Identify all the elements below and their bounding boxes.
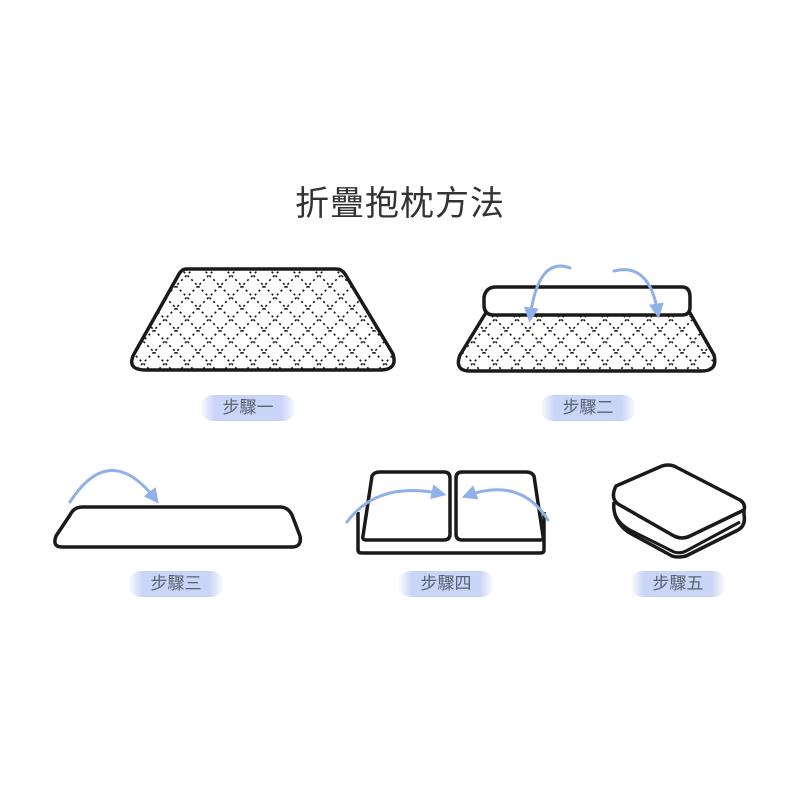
step3-fold-arrow — [68, 469, 159, 504]
step4-folding-halves — [356, 470, 546, 555]
step-5-label: 步驟五 — [630, 571, 726, 597]
step2-quilt-shape — [456, 285, 717, 373]
step-1-label: 步驟一 — [200, 395, 296, 421]
page-title: 折疊抱枕方法 — [295, 184, 505, 224]
step5-folded-stack — [611, 463, 747, 559]
step3-folded-strip — [53, 505, 303, 549]
step1-quilt-shape — [130, 267, 396, 372]
step-4-label: 步驟四 — [398, 571, 494, 597]
step2-fold-arrows — [523, 264, 664, 323]
step-2-label: 步驟二 — [540, 395, 636, 421]
step-3-label: 步驟三 — [128, 571, 224, 597]
step4-fold-arrows — [345, 484, 550, 524]
